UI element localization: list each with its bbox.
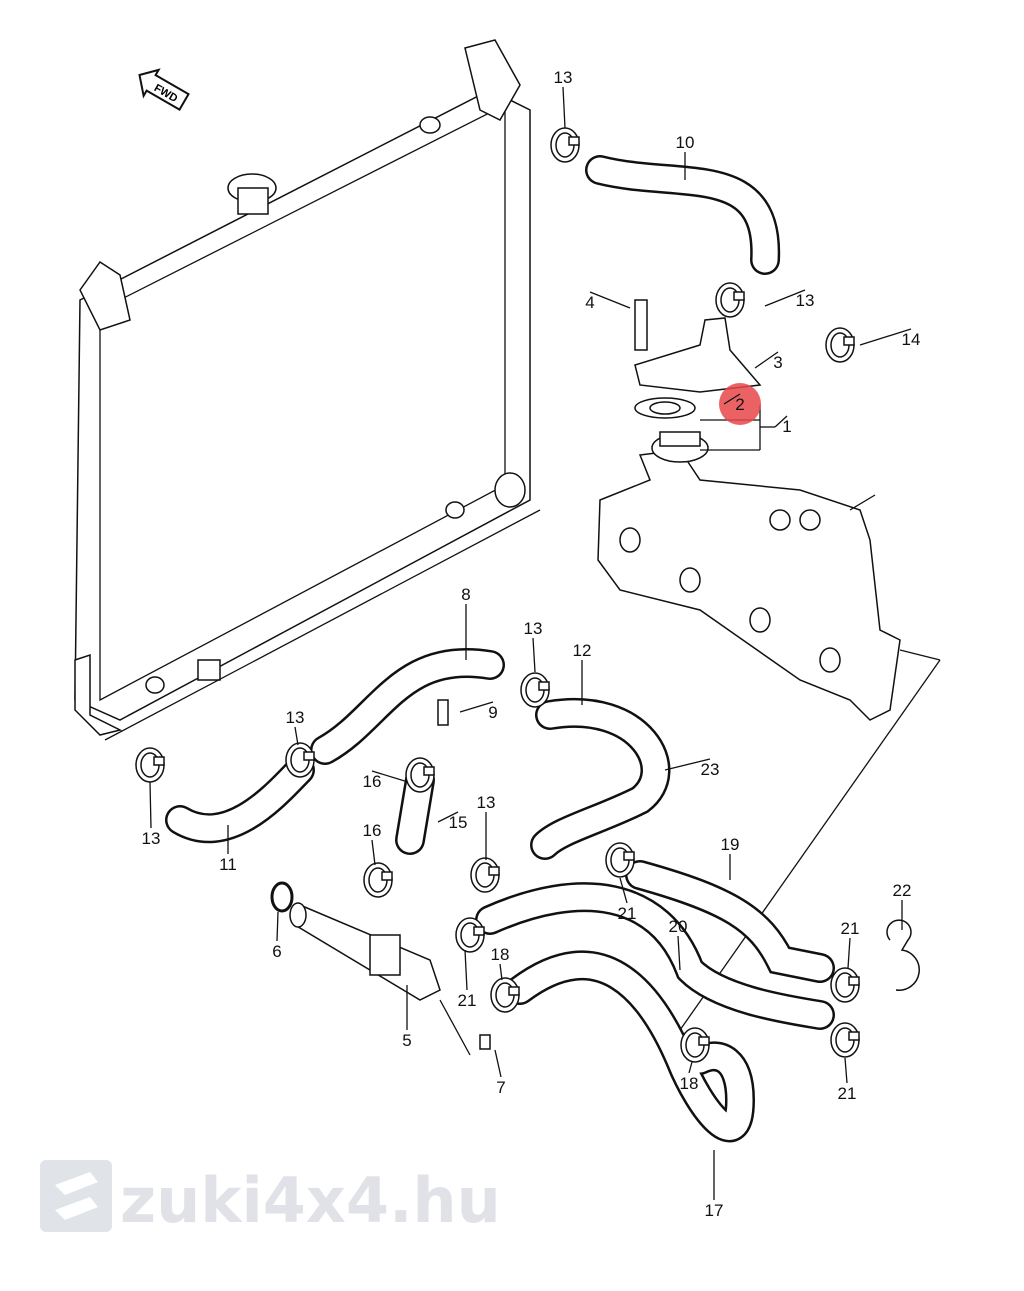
leader-line <box>371 770 409 783</box>
suzuki-logo-icon <box>40 1160 112 1232</box>
part-callout-17: 17 <box>705 1201 724 1220</box>
part-callout-21: 21 <box>618 904 637 923</box>
leader-line <box>437 811 459 823</box>
hose-clamps <box>135 127 860 1063</box>
part-callout-13: 13 <box>554 68 573 87</box>
leader-line <box>847 937 851 969</box>
leader-line <box>562 86 566 129</box>
part-callout-18: 18 <box>491 945 510 964</box>
part-callout-4: 4 <box>585 293 594 312</box>
part-callout-18: 18 <box>680 1074 699 1093</box>
leader-line <box>532 637 536 673</box>
part-callout-13: 13 <box>796 291 815 310</box>
part-callout-8: 8 <box>461 585 470 604</box>
highlight-marker <box>719 383 761 425</box>
leader-line <box>764 289 806 307</box>
leader-line <box>589 291 631 309</box>
part-callout-10: 10 <box>676 133 695 152</box>
part-callout-21: 21 <box>841 919 860 938</box>
leader-line <box>499 963 503 981</box>
part-callout-1: 1 <box>782 417 791 436</box>
watermark-text: zuki4x4.hu <box>120 1164 501 1237</box>
part-callout-9: 9 <box>488 703 497 722</box>
part-callout-19: 19 <box>721 835 740 854</box>
intake-manifold <box>597 449 941 1031</box>
watermark: zuki4x4.hu <box>40 1160 501 1237</box>
part-callout-16: 16 <box>363 821 382 840</box>
leader-line <box>677 935 681 971</box>
leader-line <box>688 1061 693 1074</box>
part-callout-13: 13 <box>477 793 496 812</box>
hoses <box>165 155 835 1143</box>
part-callout-20: 20 <box>669 917 688 936</box>
leader-line <box>276 911 279 942</box>
part-callout-5: 5 <box>402 1031 411 1050</box>
leader-line <box>754 351 779 369</box>
thermostat-assembly <box>634 299 775 463</box>
part-callout-13: 13 <box>524 619 543 638</box>
leader-line <box>859 328 912 346</box>
part-callout-12: 12 <box>573 641 592 660</box>
leader-line <box>371 839 376 866</box>
leader-line <box>619 877 628 904</box>
part-callout-11: 11 <box>219 855 237 874</box>
leader-line <box>294 726 299 746</box>
leader-line <box>464 949 468 991</box>
leader-line <box>494 1049 502 1078</box>
leader-line <box>664 758 711 771</box>
water-inlet-pipe <box>270 881 920 1056</box>
leader-line <box>149 781 152 829</box>
part-callout-15: 15 <box>449 813 468 832</box>
part-callout-22: 22 <box>893 881 912 900</box>
part-callout-2: 2 <box>735 395 744 414</box>
part-callout-21: 21 <box>838 1084 857 1103</box>
part-callout-16: 16 <box>363 772 382 791</box>
fwd-arrow-icon: FWD <box>138 68 190 112</box>
part-callout-23: 23 <box>701 760 720 779</box>
part-callout-13: 13 <box>142 829 161 848</box>
part-callout-3: 3 <box>773 353 782 372</box>
part-callout-21: 21 <box>458 991 477 1010</box>
leader-line <box>844 1057 848 1084</box>
part-callout-14: 14 <box>902 330 921 349</box>
part-callout-13: 13 <box>286 708 305 727</box>
part-callout-7: 7 <box>496 1078 505 1097</box>
part-callout-6: 6 <box>272 942 281 961</box>
leader-line <box>723 393 741 405</box>
leader-line <box>459 701 494 713</box>
leader-line <box>774 415 788 428</box>
radiator <box>74 39 541 741</box>
